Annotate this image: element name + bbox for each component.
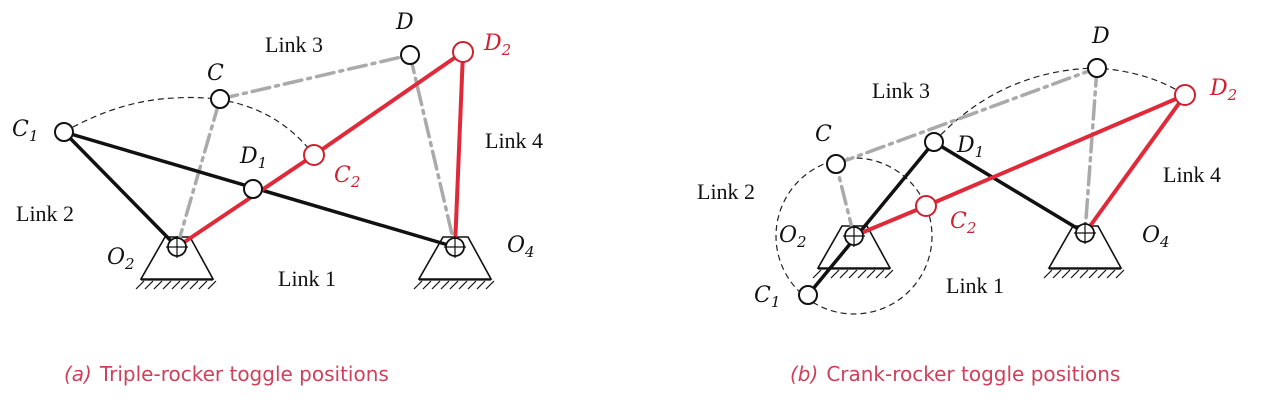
label-link3-a: Link 3 (265, 32, 323, 57)
joint-c-a (210, 89, 230, 109)
joint-d2-a (452, 41, 474, 63)
label-o4-a: O4 (507, 233, 535, 261)
label-d-a: D (395, 10, 414, 35)
joint-d-b (1087, 58, 1107, 78)
link3-toggle-black-b (932, 140, 1087, 235)
coupler-arc-a (63, 96, 315, 156)
link4-toggle-red-a (453, 50, 465, 249)
label-link4-b: Link 4 (1163, 162, 1221, 187)
link2-toggle-red-b (852, 204, 928, 238)
label-c-a: C (207, 61, 224, 86)
label-d2-a: D2 (483, 31, 511, 59)
label-c-b: C (815, 122, 832, 147)
label-d-b: D (1091, 24, 1110, 49)
pivot-o2-a (166, 236, 188, 258)
label-link2-a: Link 2 (16, 201, 74, 226)
caption-a: (a)Triple-rocker toggle positions (64, 362, 389, 386)
label-link1-a: Link 1 (278, 266, 336, 291)
label-o4-b: O4 (1142, 223, 1170, 251)
label-link3-b: Link 3 (872, 78, 930, 103)
joint-c2-b (915, 195, 937, 217)
label-c1-a: C1 (12, 117, 38, 145)
link3-intermediate-a (218, 53, 412, 101)
joint-c1-b (798, 285, 818, 305)
figure-a: C1 C D D1 C2 D2 O2 O4 Link 3 Link 4 Link… (12, 10, 543, 386)
label-c2-b: C2 (950, 209, 976, 237)
label-link2-b: Link 2 (697, 179, 755, 204)
link2-toggle-black-b (806, 140, 936, 297)
caption-b: (b)Crank-rocker toggle positions (790, 362, 1120, 386)
link2-toggle-black-a (62, 130, 179, 249)
pivot-o2-b (843, 225, 865, 247)
link2-toggle-red-a (175, 153, 316, 249)
link3-toggle-red-b (924, 93, 1187, 208)
link4-toggle-red-b (1083, 93, 1187, 235)
label-link4-a: Link 4 (485, 128, 543, 153)
joint-d1-b (924, 132, 944, 152)
figure-b: C1 C D D1 C2 D2 O2 O4 Link 3 Link 4 Link… (697, 24, 1237, 386)
joint-d2-b (1174, 84, 1196, 106)
label-d1-a: D1 (239, 144, 267, 172)
label-c2-a: C2 (334, 163, 360, 191)
label-o2-b: O2 (779, 223, 807, 251)
pivot-o4-b (1074, 222, 1096, 244)
coupler-arc-b (933, 67, 1186, 143)
joint-c-b (826, 154, 846, 174)
link3-intermediate-b (834, 66, 1099, 166)
crank-circle-b (775, 157, 933, 315)
link4-intermediate-a (408, 53, 457, 249)
label-link1-b: Link 1 (946, 273, 1004, 298)
joint-c1-a (54, 122, 74, 142)
link4-intermediate-b (1083, 66, 1099, 235)
label-o2-a: O2 (107, 245, 135, 273)
link3-toggle-red-a (312, 50, 465, 157)
joint-d1-a (243, 179, 263, 199)
label-d2-b: D2 (1209, 76, 1237, 104)
pivot-o4-a (444, 236, 466, 258)
link2-intermediate-b (834, 162, 856, 238)
joint-c2-a (303, 144, 325, 166)
label-d1-b: D1 (956, 133, 984, 161)
joint-d-a (400, 45, 420, 65)
label-c1-b: C1 (754, 283, 780, 311)
